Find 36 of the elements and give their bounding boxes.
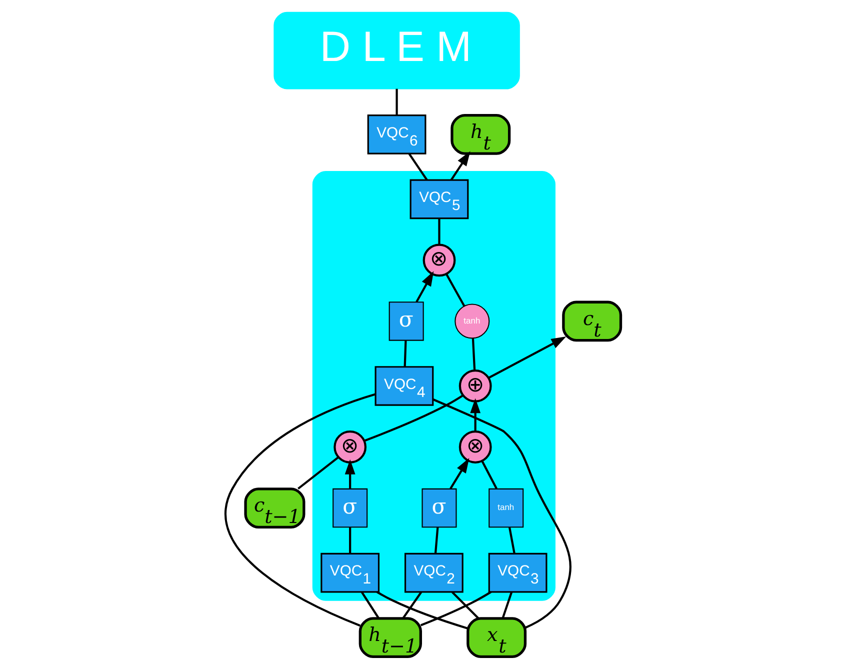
- connector: [376, 591, 468, 630]
- node-box: σ: [332, 488, 368, 528]
- connector: [508, 527, 516, 554]
- connector: [396, 88, 398, 116]
- connector: [408, 153, 428, 181]
- connector: [404, 340, 407, 367]
- node-circle: ⊗: [422, 244, 456, 277]
- node-box: σ: [388, 302, 424, 341]
- node-circle: tanh: [454, 304, 490, 339]
- arrow: [344, 459, 356, 489]
- connector: [298, 456, 339, 490]
- connector: [364, 394, 464, 442]
- connector: [434, 527, 439, 554]
- node-box: σ: [422, 488, 457, 528]
- arrow: [488, 336, 566, 379]
- arrow: [416, 271, 434, 302]
- connector: [438, 218, 440, 245]
- connector: [349, 527, 352, 554]
- node-circle: ⊗: [458, 430, 492, 464]
- node-box: D L E M: [274, 12, 520, 90]
- connector: [360, 592, 380, 619]
- connector: [451, 591, 480, 620]
- connector: [472, 338, 476, 370]
- node-box: tanh: [488, 488, 524, 528]
- node-circle: ⊕: [458, 370, 492, 402]
- connector: [402, 592, 422, 619]
- connector: [502, 592, 513, 619]
- arrow: [450, 151, 470, 181]
- node-circle: ⊗: [334, 430, 367, 464]
- arrow: [470, 398, 481, 432]
- arrow: [450, 458, 470, 490]
- connector: [420, 591, 492, 626]
- connector: [432, 398, 572, 629]
- connector: [481, 460, 498, 490]
- connector: [224, 393, 376, 627]
- connector: [446, 274, 466, 306]
